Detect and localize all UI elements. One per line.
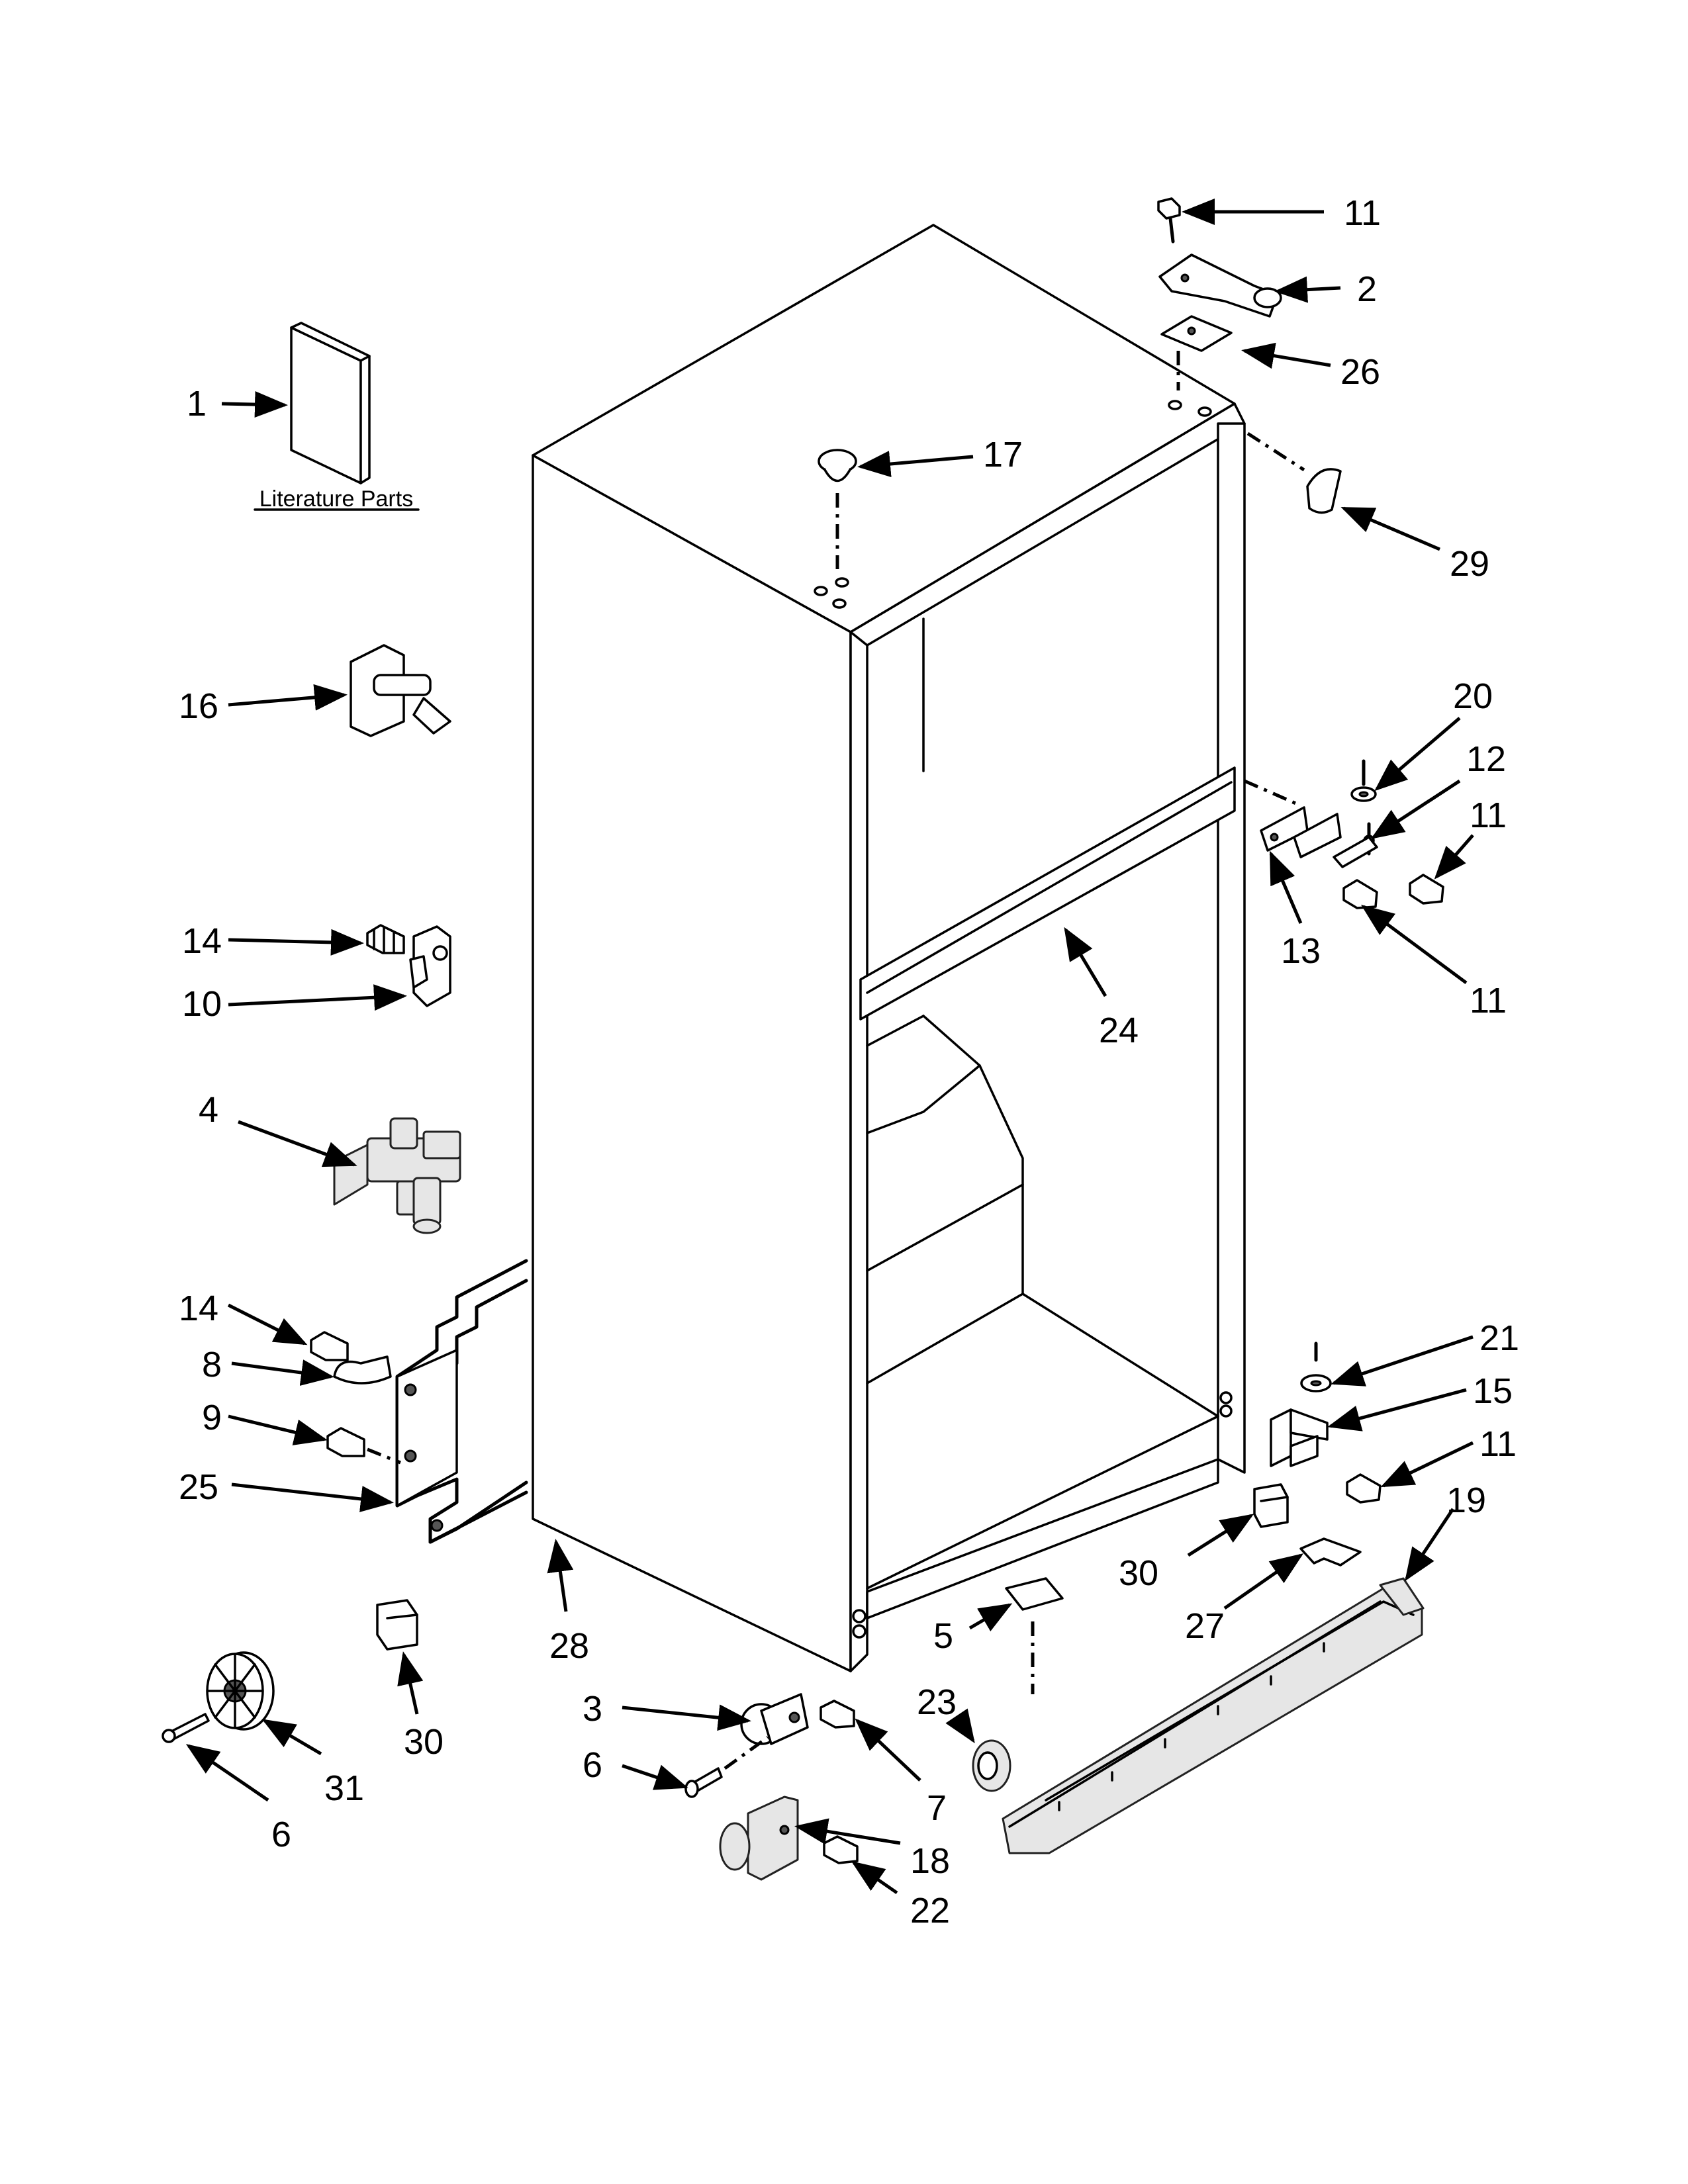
screw-part-11-top [1157, 197, 1181, 244]
callout-4: 4 [199, 1090, 218, 1130]
fill-tube-part-16 [350, 644, 451, 737]
roller-part-31 [206, 1651, 275, 1731]
bottom-hinge-part-15 [1270, 1408, 1329, 1467]
callout-29: 29 [1450, 544, 1489, 584]
callout-8: 8 [202, 1345, 222, 1385]
callout-11-top: 11 [1344, 193, 1381, 233]
clamp-part-10 [409, 925, 451, 1007]
top-hinge-part-2 [1158, 253, 1282, 318]
callout-14-upper: 14 [182, 921, 222, 961]
screw-part-22 [823, 1835, 859, 1864]
callout-labels: 11 2 26 17 29 1 16 14 10 4 20 12 11 11 1… [179, 193, 1519, 1931]
pin-part-6-right [684, 1735, 769, 1798]
roller-part-23 [972, 1739, 1011, 1792]
callout-24: 24 [1099, 1011, 1139, 1050]
screw-part-14-lower [310, 1331, 349, 1361]
callout-17: 17 [983, 435, 1023, 475]
callout-26: 26 [1340, 352, 1380, 392]
callout-30-left: 30 [404, 1722, 444, 1762]
callout-31: 31 [324, 1768, 364, 1808]
callout-7: 7 [927, 1788, 947, 1828]
hinge-cover-part-29 [1246, 432, 1342, 514]
callout-22: 22 [910, 1891, 950, 1931]
pin-part-6-left [162, 1713, 210, 1743]
callout-21: 21 [1479, 1318, 1519, 1358]
hinge-shim-part-26 [1160, 315, 1233, 352]
callout-11-mid-lower: 11 [1470, 981, 1507, 1021]
hinge-pin-part-12 [1333, 822, 1378, 868]
literature-parts-booklet: Literature Parts [254, 322, 420, 512]
callout-14-lower: 14 [179, 1289, 218, 1328]
callout-30-right: 30 [1119, 1553, 1158, 1593]
bracket-plate-part-25 [395, 1259, 528, 1544]
callout-25: 25 [179, 1467, 218, 1507]
pad-part-30-right [1253, 1483, 1289, 1528]
callout-27: 27 [1185, 1606, 1225, 1646]
clamp-part-8 [333, 1355, 392, 1385]
callout-2: 2 [1357, 269, 1377, 309]
callout-15: 15 [1473, 1371, 1513, 1411]
screw-part-14-upper [366, 924, 405, 954]
screw-part-11-mid-right [1409, 874, 1444, 905]
callout-11-mid-right: 11 [1470, 796, 1507, 835]
callout-10: 10 [182, 984, 222, 1024]
callout-16: 16 [179, 686, 218, 726]
callout-19: 19 [1446, 1480, 1486, 1520]
callout-3: 3 [583, 1689, 602, 1729]
callout-11-bottom: 11 [1479, 1424, 1517, 1464]
roller-bracket-part-3 [740, 1693, 809, 1745]
refrigerator-cabinet [532, 224, 1246, 1672]
callout-12: 12 [1466, 739, 1506, 779]
pad-part-30-left [376, 1599, 418, 1651]
callout-13: 13 [1281, 931, 1321, 971]
screw-part-11-bottom [1346, 1473, 1382, 1504]
clip-part-5 [1005, 1577, 1064, 1694]
callout-6-right: 6 [583, 1745, 602, 1785]
washer-part-21 [1300, 1342, 1332, 1392]
literature-parts-caption: Literature Parts [259, 486, 413, 512]
callout-28: 28 [549, 1626, 589, 1666]
screw-part-9 [326, 1427, 401, 1465]
callout-6-left: 6 [271, 1815, 291, 1854]
callout-18: 18 [910, 1841, 950, 1881]
callout-20: 20 [1453, 676, 1493, 716]
water-valve-part-4 [333, 1117, 461, 1234]
center-hinge-part-13 [1243, 779, 1342, 858]
clip-part-27 [1299, 1537, 1362, 1567]
callout-5: 5 [933, 1616, 953, 1656]
top-plug-part-17 [818, 449, 857, 569]
callout-9: 9 [202, 1398, 222, 1437]
roller-assembly-part-18 [719, 1796, 799, 1881]
screw-part-7 [820, 1700, 855, 1729]
callout-23: 23 [917, 1682, 957, 1722]
washer-part-20 [1350, 759, 1377, 802]
callout-1: 1 [187, 384, 207, 424]
leader-arrows [185, 199, 1474, 1895]
base-grille-part-19 [1002, 1577, 1425, 1854]
screw-part-11-mid-left [1342, 879, 1378, 909]
